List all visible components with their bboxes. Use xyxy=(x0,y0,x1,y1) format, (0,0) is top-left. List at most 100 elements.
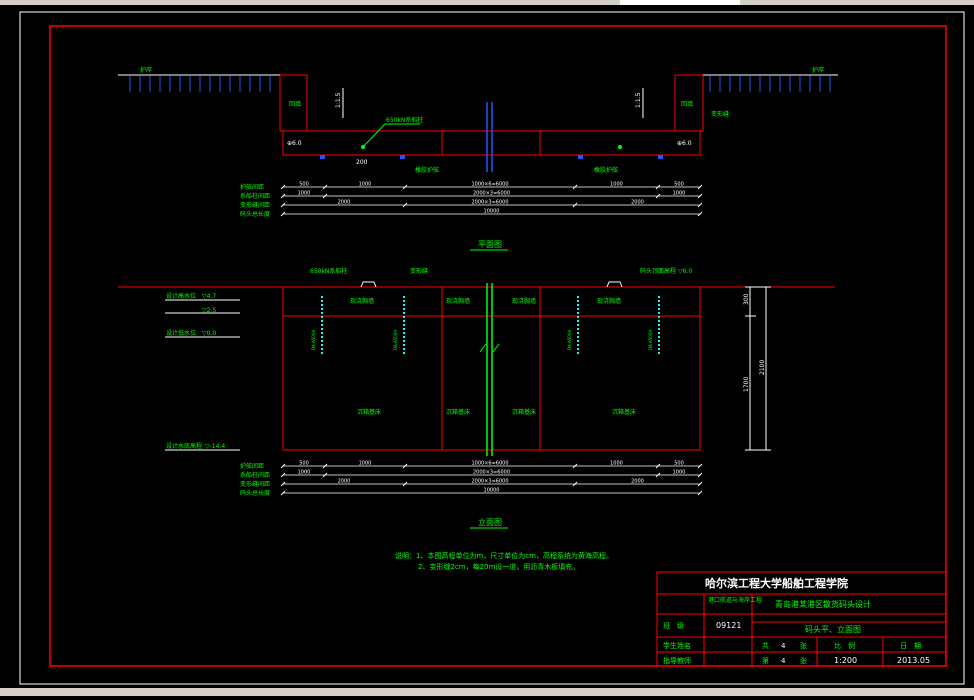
top-level-label: 码头顶面高程 xyxy=(640,267,676,275)
scale-value: 1:200 xyxy=(834,656,857,665)
deform-joint-label: 变形缝 xyxy=(410,267,428,275)
top-level-value: ▽6.0 xyxy=(678,268,692,275)
elevation-dim-value: 2000×3=6000 xyxy=(473,470,510,476)
plan-bollard-label: 650kN系船柱 xyxy=(386,116,423,124)
elevation-dim-tick xyxy=(572,463,578,469)
class-value: 09121 xyxy=(716,621,741,630)
major-label: 港口航道与海岸工程 xyxy=(708,596,762,604)
elevation-dim-tick xyxy=(322,472,328,478)
note-line-2: 2、变形缝2cm，每20m设一道，用沥青木板填充。 xyxy=(418,562,579,571)
edge-elevation-left: ⊕6.0 xyxy=(287,140,302,147)
title-block xyxy=(656,571,947,667)
elevation-dim-tick xyxy=(280,481,286,487)
plan-dim-tick xyxy=(697,202,703,208)
paper-border xyxy=(19,11,965,685)
date-label: 日 期 xyxy=(900,642,921,650)
soil-hatch-right xyxy=(709,76,831,92)
plan-dim-value: 2000×3=6000 xyxy=(473,191,510,197)
total-label: 共 xyxy=(762,641,769,650)
elevation-dim-value: 500 xyxy=(299,461,309,467)
elevation-view xyxy=(118,281,835,456)
fill-label-left: 回填 xyxy=(289,100,301,108)
plan-spacing-200: 200 xyxy=(356,159,368,166)
elevation-dim-tick xyxy=(280,490,286,496)
fender-label-right: 橡胶护舷 xyxy=(594,166,618,174)
elevation-dim-tick xyxy=(697,463,703,469)
elev-dim-300: 300 xyxy=(743,293,750,305)
plan-dim-value: 1000 xyxy=(673,191,686,197)
plan-dim-value: 1000×6=6000 xyxy=(471,182,508,188)
title-block-text: 哈尔滨工程大学船舶工程学院 港口航道与海岸工程 青岛港某港区散货码头设计 码头平… xyxy=(663,576,930,665)
plan-dim-tick xyxy=(697,211,703,217)
revetment-label-right: 护岸 xyxy=(812,66,824,74)
sheet-no-value: 4 xyxy=(781,657,786,665)
fender-label-left: 橡胶护舷 xyxy=(415,166,439,174)
plan-dim-value: 1000 xyxy=(359,182,372,188)
top-scrollbar[interactable] xyxy=(0,0,974,5)
block-top-label: 现浇胸墙 xyxy=(597,297,621,305)
scale-label: 比 例 xyxy=(834,641,855,650)
elevation-dim-tick xyxy=(655,472,661,478)
plan-dim-value: 2000 xyxy=(631,200,644,206)
plan-dim-value: 1000 xyxy=(610,182,623,188)
drawing-frame xyxy=(49,25,947,667)
elevation-dim-value: 2000 xyxy=(631,479,644,485)
elevation-dim-tick xyxy=(572,481,578,487)
elevation-dim-label: 护舷间距 xyxy=(240,462,264,470)
plan-title: 平面图 xyxy=(478,240,502,249)
plan-dim-value: 500 xyxy=(674,182,684,188)
elevation-dim-value: 1000 xyxy=(673,470,686,476)
plan-dim-tick xyxy=(280,193,286,199)
sheet-no-label: 第 xyxy=(762,656,769,665)
date-value: 2013.05 xyxy=(897,656,930,665)
plan-dim-tick xyxy=(655,184,661,190)
bottom-scrollbar[interactable] xyxy=(0,688,974,696)
elevation-dim-tick xyxy=(280,472,286,478)
fender-tag: DA-A500H xyxy=(567,330,572,350)
level-value: ▽0.0 xyxy=(202,330,216,337)
note-line-1: 说明：1、本图高程单位为m，尺寸单位为cm，高程系统为黄海高程。 xyxy=(395,551,613,560)
elev-dim-2100: 2100 xyxy=(759,360,766,375)
elevation-dim-tick xyxy=(655,463,661,469)
advisor-label: 指导教师 xyxy=(663,656,691,665)
elevation-dim-value: 500 xyxy=(674,461,684,467)
elevation-dim-value: 10000 xyxy=(484,488,500,494)
elevation-dim-tick xyxy=(402,481,408,487)
plan-dim-value: 1000 xyxy=(298,191,311,197)
plan-dim-tick xyxy=(280,211,286,217)
top-scrollbar-thumb[interactable] xyxy=(620,0,740,5)
block-bottom-label: 沉箱基床 xyxy=(357,408,381,416)
elevation-dim-tick xyxy=(280,463,286,469)
plan-dim-tick xyxy=(322,184,328,190)
school-name: 哈尔滨工程大学船舶工程学院 xyxy=(705,576,848,590)
elevation-dim-value: 1000 xyxy=(610,461,623,467)
elevation-dim-value: 2000×3=6000 xyxy=(471,479,508,485)
level-name: 设计高水位 xyxy=(166,292,196,300)
elevation-dim-label: 变形缝间距 xyxy=(240,480,270,488)
fender-tag: DA-A500H xyxy=(648,330,653,350)
slope-left: 1:1.5 xyxy=(335,92,342,108)
block-bottom-label: 沉箱基床 xyxy=(612,408,636,416)
plan-dim-tick xyxy=(572,202,578,208)
plan-dim-tick xyxy=(280,202,286,208)
level-value: ▽2.5 xyxy=(202,307,216,314)
plan-dim-label: 码头总长度 xyxy=(240,210,270,218)
plan-dim-value: 10000 xyxy=(484,209,500,215)
block-bottom-label: 沉箱基床 xyxy=(512,408,536,416)
elev-dim-1700: 1700 xyxy=(743,377,750,392)
elevation-dim-tick xyxy=(697,481,703,487)
plan-dim-tick xyxy=(402,184,408,190)
plan-dim-tick xyxy=(697,193,703,199)
elevation-dim-tick xyxy=(402,463,408,469)
elevation-title: 立面图 xyxy=(478,517,502,527)
elevation-dim-tick xyxy=(322,463,328,469)
plan-dim-value: 2000×3=6000 xyxy=(471,200,508,206)
sheet-unit: 张 xyxy=(800,656,807,665)
block-top-label: 现浇胸墙 xyxy=(512,297,536,305)
sheet-unit: 张 xyxy=(800,641,807,650)
plan-dim-tick xyxy=(697,184,703,190)
elevation-dim-value: 1000×6=6000 xyxy=(471,461,508,467)
